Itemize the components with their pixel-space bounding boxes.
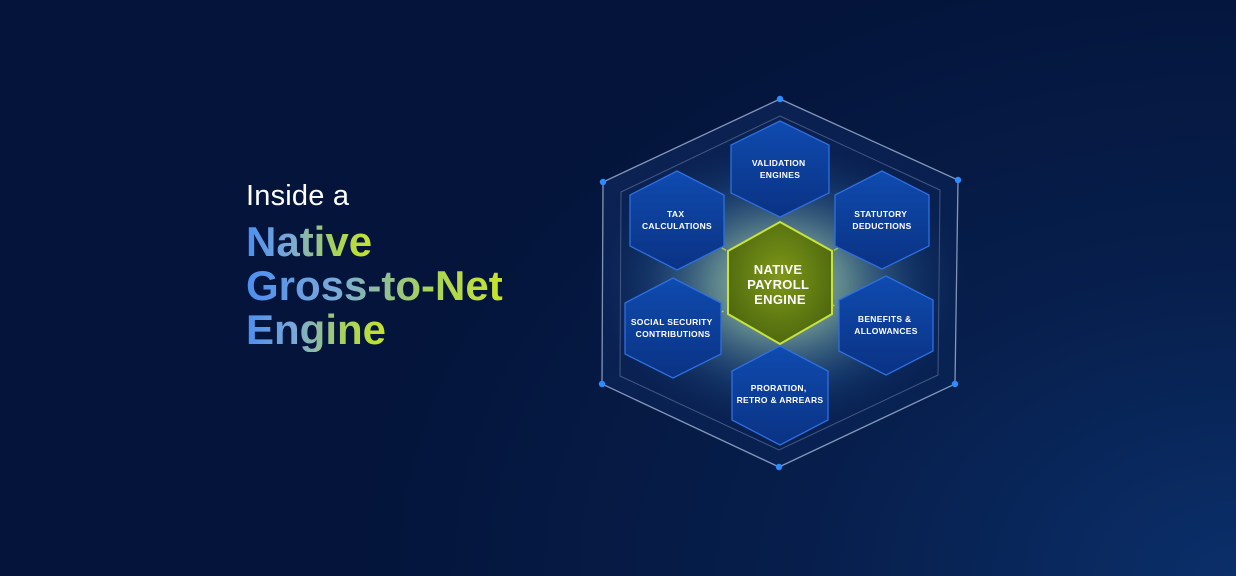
- module-label-line: PRORATION,: [751, 383, 807, 393]
- module-tax-calculations: TAX CALCULATIONS: [629, 170, 725, 271]
- module-social-security-contributions: SOCIAL SECURITY CONTRIBUTIONS: [624, 277, 722, 379]
- module-label-line: BENEFITS &: [858, 314, 912, 324]
- center-label-line: NATIVE: [754, 262, 803, 277]
- headline-line-1: Native: [246, 218, 373, 265]
- vertex-dot: [776, 95, 784, 103]
- module-label-line: CALCULATIONS: [642, 221, 712, 231]
- svg-text:PRORATION, RETRO & ARREA: PRORATION, RETRO & ARREARS: [737, 383, 824, 405]
- module-label-line: DEDUCTIONS: [852, 221, 911, 231]
- vertex-dot: [954, 176, 962, 184]
- module-validation-engines: VALIDATION ENGINES: [730, 120, 830, 218]
- svg-text:TAX CALCULATIONS: TAX CALCULATIONS: [642, 209, 712, 231]
- svg-text:VALIDATION ENGINES: VALIDATION ENGINES: [752, 158, 808, 180]
- center-label-line: PAYROLL: [747, 277, 809, 292]
- module-label-line: STATUTORY: [854, 209, 907, 219]
- module-label-line: ENGINES: [760, 170, 800, 180]
- vertex-dot: [599, 178, 607, 186]
- svg-text:NATIVE PAYROLL ENG: NATIVE PAYROLL ENGINE: [747, 262, 813, 307]
- module-label-line: RETRO & ARREARS: [737, 395, 824, 405]
- module-label-line: ALLOWANCES: [854, 326, 917, 336]
- module-label-line: SOCIAL SECURITY: [631, 317, 713, 327]
- svg-text:SOCIAL SECURITY CONTRIBU: SOCIAL SECURITY CONTRIBUTIONS: [631, 317, 715, 339]
- title-block: Inside a Native Gross-to-Net Engine: [246, 176, 576, 352]
- module-statutory-deductions: STATUTORY DEDUCTIONS: [834, 170, 930, 270]
- center-native-payroll-engine: NATIVE PAYROLL ENGINE: [727, 220, 833, 346]
- eyebrow-text: Inside a: [246, 180, 350, 212]
- svg-text:STATUTORY DEDUCTIONS: STATUTORY DEDUCTIONS: [852, 209, 911, 231]
- svg-text:BENEFITS & ALLOWANCES: BENEFITS & ALLOWANCES: [854, 314, 917, 336]
- module-label-line: VALIDATION: [752, 158, 806, 168]
- module-label-line: CONTRIBUTIONS: [636, 329, 711, 339]
- module-benefits-allowances: BENEFITS & ALLOWANCES: [838, 275, 934, 376]
- center-label-line: ENGINE: [754, 292, 806, 307]
- module-label-line: TAX: [667, 209, 684, 219]
- headline-line-3: Engine: [246, 306, 387, 353]
- vertex-dot: [775, 463, 783, 471]
- headline-line-2: Gross-to-Net: [246, 262, 503, 309]
- module-proration-retro-arrears: PRORATION, RETRO & ARREARS: [731, 345, 829, 446]
- vertex-dots: [598, 95, 962, 471]
- inner-frame: [619, 115, 941, 451]
- vertex-dot: [598, 380, 606, 388]
- vertex-dot: [951, 380, 959, 388]
